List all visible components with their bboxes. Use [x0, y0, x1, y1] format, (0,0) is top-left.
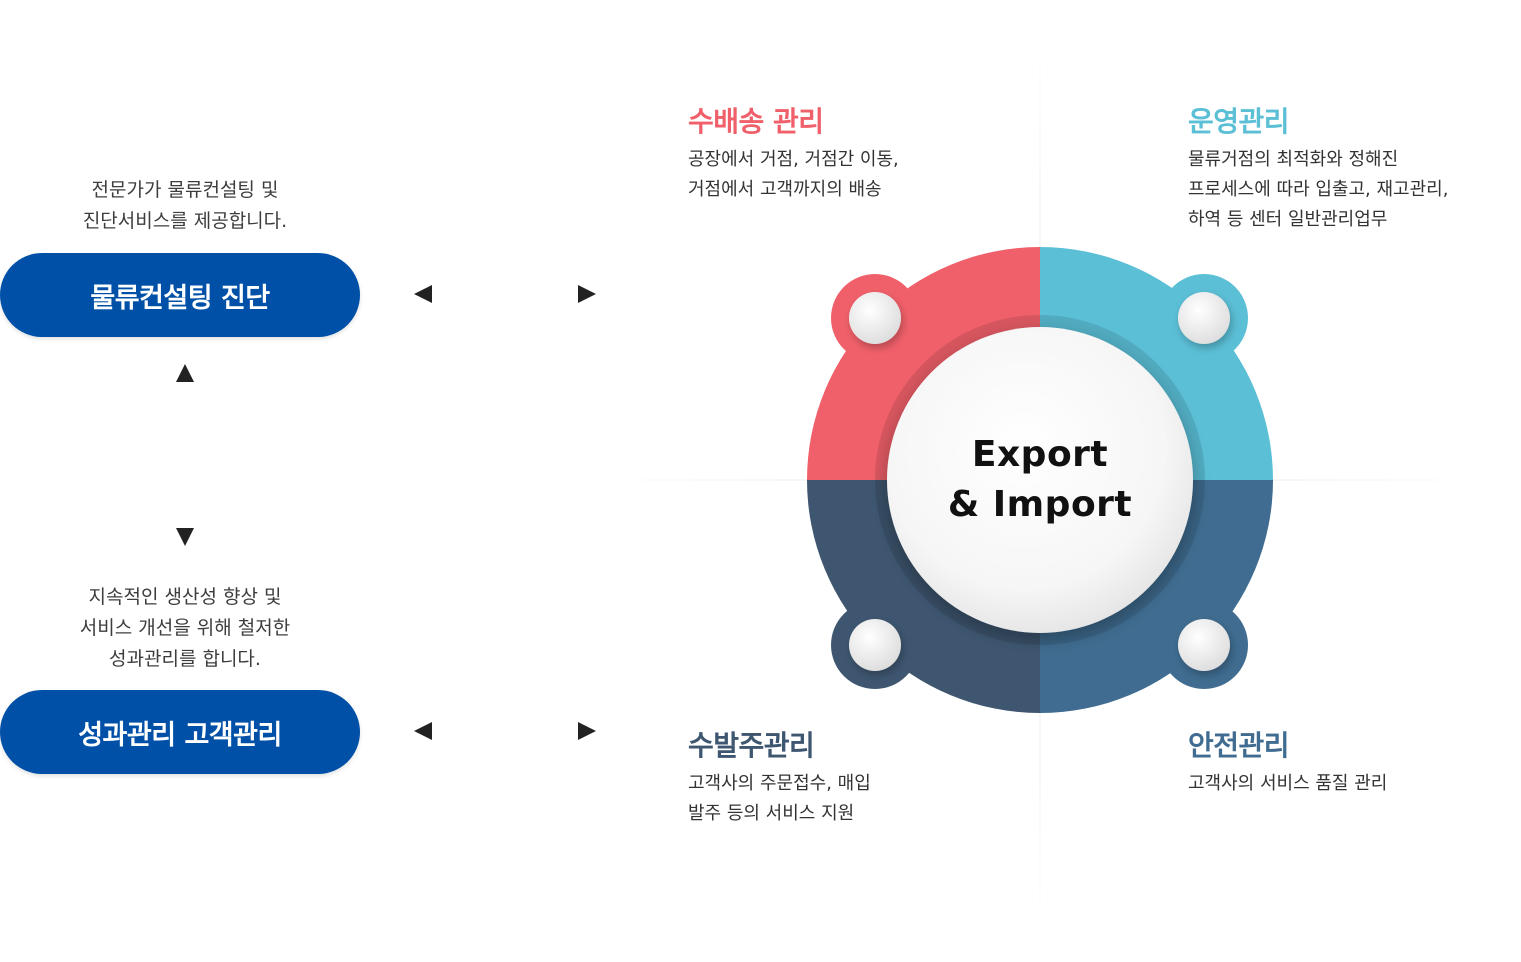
description-line: 물류거점의 최적화와 정해진: [1188, 149, 1399, 170]
knob-bottom-left: [849, 619, 901, 671]
double-arrow-vertical-icon: [176, 364, 194, 546]
order-management-description: 고객사의 주문접수, 매입 발주 등의 서비스 지원: [688, 769, 871, 829]
double-arrow-bottom-icon: [414, 722, 596, 740]
description-line: 고객사의 서비스 품질 관리: [1188, 773, 1388, 794]
description-line: 발주 등의 서비스 지원: [688, 803, 855, 824]
knob-top-right: [1178, 292, 1230, 344]
transport-management-description: 공장에서 거점, 거점간 이동, 거점에서 고객까지의 배송: [688, 145, 899, 205]
operation-management-title: 운영관리: [1188, 105, 1290, 138]
logistics-consulting-button[interactable]: 물류컨설팅 진단: [0, 253, 360, 337]
center-disc: [887, 327, 1193, 633]
description-line: 고객사의 주문접수, 매입: [688, 773, 871, 794]
consulting-description: 전문가가 물류컨설팅 및 진단서비스를 제공합니다.: [0, 175, 370, 237]
center-label: Export & Import: [900, 430, 1180, 530]
performance-customer-button[interactable]: 성과관리 고객관리: [0, 690, 360, 774]
knob-top-left: [849, 292, 901, 344]
knob-bottom-right: [1178, 619, 1230, 671]
description-line: 프로세스에 따라 입출고, 재고관리,: [1188, 179, 1449, 200]
description-line: 거점에서 고객까지의 배송: [688, 179, 882, 200]
operation-management-description: 물류거점의 최적화와 정해진 프로세스에 따라 입출고, 재고관리, 하역 등 …: [1188, 145, 1448, 235]
transport-management-title: 수배송 관리: [688, 105, 824, 138]
description-line: 진단서비스를 제공합니다.: [82, 210, 288, 232]
export-import-ring: [807, 247, 1273, 713]
safety-management-description: 고객사의 서비스 품질 관리: [1188, 769, 1387, 799]
description-line: 서비스 개선을 위해 철저한: [79, 617, 291, 639]
description-line: 지속적인 생산성 향상 및: [88, 586, 282, 608]
description-line: 성과관리를 합니다.: [109, 648, 261, 670]
performance-description: 지속적인 생산성 향상 및 서비스 개선을 위해 철저한 성과관리를 합니다.: [0, 582, 370, 675]
description-line: 하역 등 센터 일반관리업무: [1188, 209, 1388, 230]
safety-management-title: 안전관리: [1188, 729, 1290, 762]
center-label-line1: Export: [971, 434, 1109, 475]
double-arrow-top-icon: [414, 285, 596, 303]
description-line: 전문가가 물류컨설팅 및: [91, 179, 279, 201]
center-label-line2: & Import: [947, 484, 1133, 525]
vertical-divider-bottom: [1039, 480, 1041, 950]
description-line: 공장에서 거점, 거점간 이동,: [688, 149, 899, 170]
order-management-title: 수발주관리: [688, 729, 815, 762]
